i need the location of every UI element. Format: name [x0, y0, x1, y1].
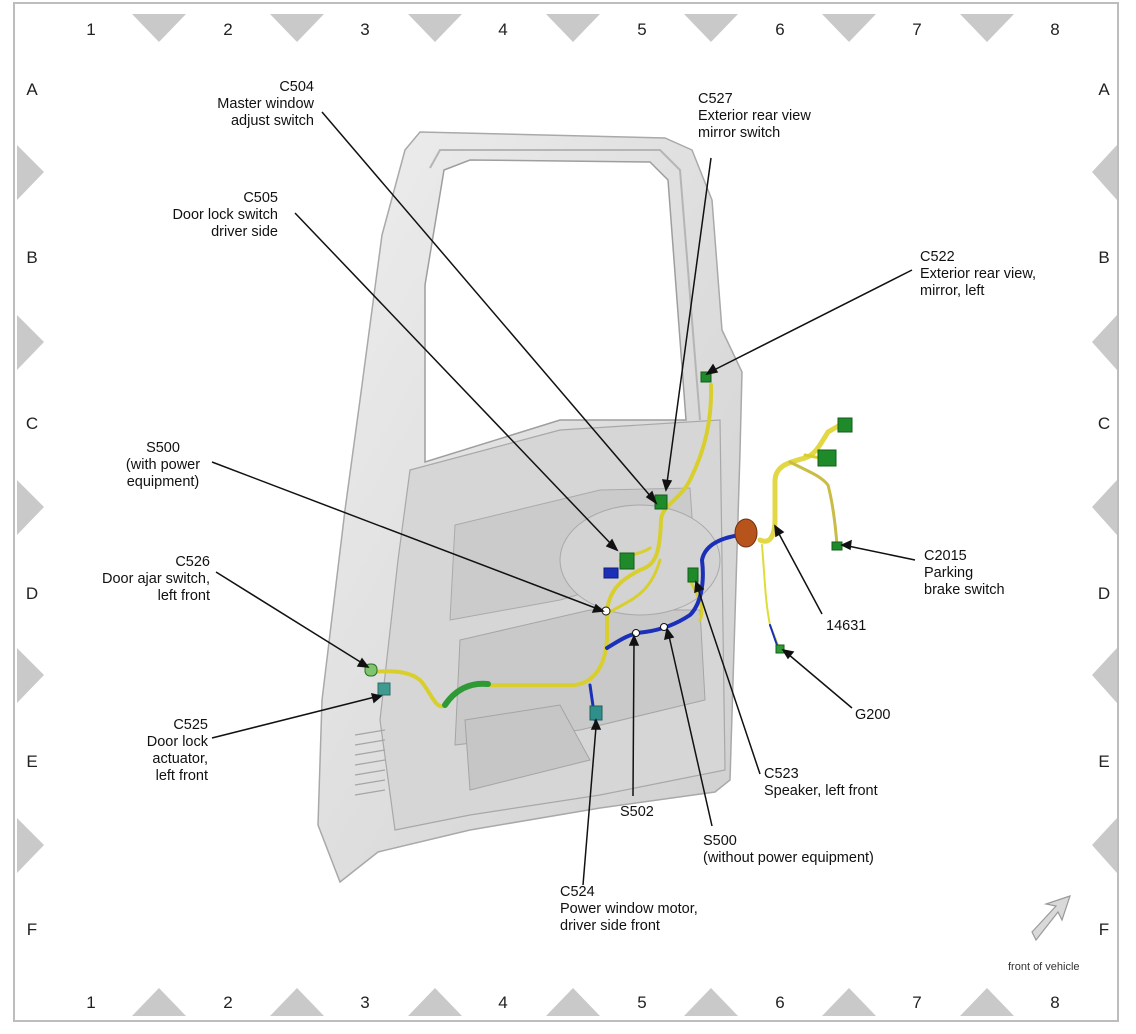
- grid-row-a-left: A: [26, 80, 38, 99]
- grid-col-6-top: 6: [775, 20, 785, 39]
- grid-col-2-bottom: 2: [223, 993, 233, 1012]
- grid-row-c-right: C: [1097, 414, 1111, 433]
- front-of-vehicle-arrow-icon: [1031, 895, 1071, 942]
- callout-s500-without-power: S500(without power equipment): [703, 833, 874, 866]
- grid-col-2-top: 2: [223, 20, 233, 39]
- callout-s502: S502: [620, 804, 654, 820]
- grid-row-d-left: D: [25, 584, 39, 603]
- grid-col-7-top: 7: [912, 20, 922, 39]
- grid-col-4-top: 4: [498, 20, 508, 39]
- grid-col-3-top: 3: [360, 20, 370, 39]
- grid-row-b-right: B: [1098, 248, 1110, 267]
- grid-row-c-left: C: [25, 414, 39, 433]
- leader-lines: [211, 111, 916, 886]
- grid-col-4-bottom: 4: [498, 993, 508, 1012]
- grid-row-f-left: F: [26, 920, 38, 939]
- grid-row-b-left: B: [26, 248, 38, 267]
- grid-col-1-top: 1: [86, 20, 96, 39]
- grid-row-f-right: F: [1098, 920, 1110, 939]
- grid-col-3-bottom: 3: [360, 993, 370, 1012]
- grid-row-e-right: E: [1098, 752, 1110, 771]
- frame-border: [13, 2, 1119, 1022]
- grid-col-8-top: 8: [1050, 20, 1060, 39]
- grid-row-d-right: D: [1097, 584, 1111, 603]
- grid-col-5-top: 5: [637, 20, 647, 39]
- grid-markers: [17, 14, 1117, 1016]
- front-of-vehicle-label: front of vehicle: [1008, 961, 1080, 973]
- grid-row-a-right: A: [1098, 80, 1110, 99]
- grid-col-7-bottom: 7: [912, 993, 922, 1012]
- door-illustration: [317, 131, 743, 884]
- callout-14631: 14631: [826, 618, 867, 634]
- grid-row-e-left: E: [26, 752, 38, 771]
- grid-col-8-bottom: 8: [1050, 993, 1060, 1012]
- grid-col-1-bottom: 1: [86, 993, 96, 1012]
- grid-col-5-bottom: 5: [637, 993, 647, 1012]
- callout-g200: G200: [855, 707, 891, 723]
- grid-col-6-bottom: 6: [775, 993, 785, 1012]
